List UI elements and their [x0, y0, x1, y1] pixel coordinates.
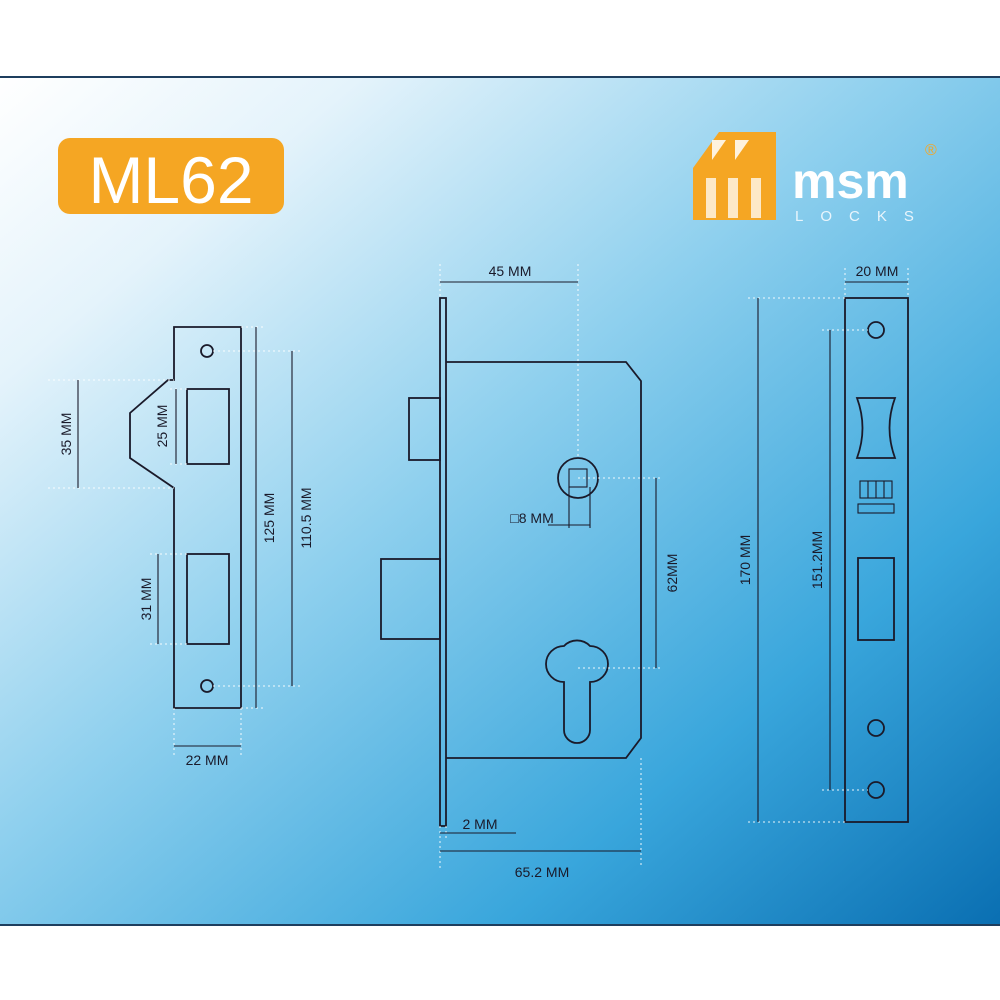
spindle-dim: □8 MM — [510, 510, 553, 526]
backset-dim: 45 MM — [489, 263, 532, 279]
latch-bolt — [408, 397, 441, 461]
lock-body-drawing: 45 MM □8 MM 62MM 2 MM 65.2 MM — [380, 263, 680, 880]
centre-distance-dim: 62MM — [664, 554, 680, 593]
faceplate-height-dim: 170 MM — [737, 535, 753, 586]
faceplate-drawing: 20 MM 170 MM 151.2MM — [737, 263, 909, 823]
faceplate-middle-hole — [867, 719, 885, 737]
faceplate-hole-spacing-dim: 151.2MM — [809, 531, 825, 589]
strike-hole-spacing-dim: 110.5 MM — [298, 487, 314, 548]
bolt-slot — [186, 553, 230, 645]
latch-slot — [186, 388, 230, 465]
brand-logo: msm LOCKS ® — [693, 132, 937, 225]
bolt-slot-dim: 31 MM — [138, 578, 154, 621]
faceplate-thickness-dim: 2 MM — [463, 816, 498, 832]
logo-house-icon — [693, 132, 776, 220]
strike-width-dim: 22 MM — [186, 752, 229, 768]
logo-registered-mark: ® — [925, 142, 937, 159]
faceplate-width-dim: 20 MM — [856, 263, 899, 279]
latch-opening — [855, 397, 897, 459]
drawing-frame: ML62 msm LOCKS ® — [0, 76, 1000, 926]
strike-plate-drawing: 35 MM 25 MM 31 MM 125 MM 110.5 MM 22 MM — [48, 326, 314, 768]
strike-height-dim: 125 MM — [261, 493, 277, 544]
model-title: ML62 — [88, 143, 253, 217]
lock-case-outline — [446, 361, 642, 759]
dead-bolt — [380, 558, 441, 640]
strike-lip-dim: 35 MM — [58, 413, 74, 456]
background — [0, 78, 1000, 924]
faceplate-outline — [844, 297, 909, 823]
bolt-opening — [857, 557, 895, 641]
strike-plate-outline — [129, 326, 242, 709]
logo-name: msm — [792, 153, 909, 209]
model-badge: ML62 — [58, 138, 284, 217]
lock-depth-dim: 65.2 MM — [515, 864, 569, 880]
logo-sub: LOCKS — [795, 208, 931, 225]
cylinder-cutout — [545, 639, 609, 744]
latch-slot-dim: 25 MM — [154, 405, 170, 448]
embossed-logo-icon — [857, 480, 895, 514]
